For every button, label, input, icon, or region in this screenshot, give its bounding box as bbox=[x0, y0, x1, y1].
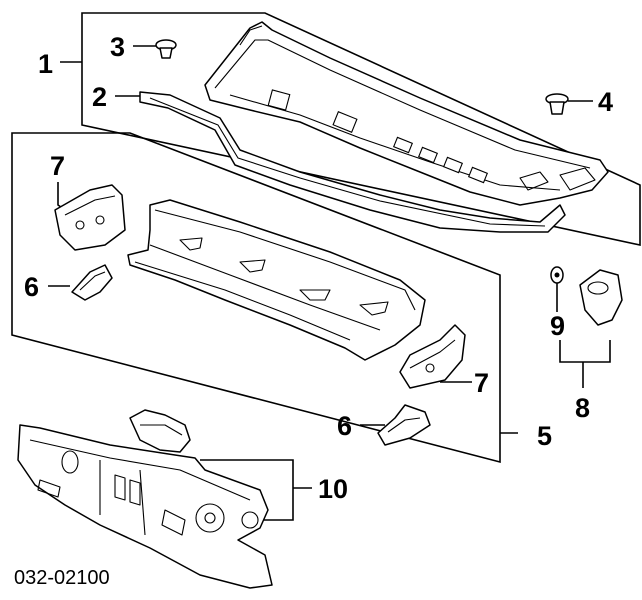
callout-7-right: 7 bbox=[474, 368, 489, 398]
bracket-7-right bbox=[399, 324, 466, 389]
bracket-10 bbox=[200, 459, 312, 521]
clip-3 bbox=[155, 39, 177, 59]
bracket-7-left bbox=[54, 184, 126, 251]
cowl-seal bbox=[139, 91, 566, 233]
callout-6-right: 6 bbox=[337, 411, 352, 441]
diagram-number: 032-02100 bbox=[14, 567, 110, 589]
group-frame-5 bbox=[11, 132, 518, 464]
callout-5: 5 bbox=[537, 421, 552, 451]
bracket-8 bbox=[559, 340, 611, 388]
cowl-lower-panel bbox=[127, 199, 426, 361]
callout-4: 4 bbox=[598, 87, 613, 117]
bracket-6-right bbox=[377, 404, 431, 446]
callout-9: 9 bbox=[550, 311, 565, 341]
callout-labels: 1 2 3 4 5 6 6 7 7 8 9 10 bbox=[24, 32, 613, 504]
clip-4 bbox=[545, 93, 569, 115]
cover-8 bbox=[579, 269, 623, 326]
dashboard-bulkhead bbox=[17, 409, 273, 589]
clip-9 bbox=[550, 266, 564, 284]
callout-1: 1 bbox=[38, 49, 53, 79]
bracket-6-left bbox=[71, 264, 113, 301]
callout-7-left: 7 bbox=[50, 151, 65, 181]
cowl-top-upper bbox=[204, 21, 609, 206]
leader-lines bbox=[48, 45, 593, 426]
callout-8: 8 bbox=[575, 393, 590, 423]
group-frame-1 bbox=[60, 12, 641, 246]
callout-2: 2 bbox=[92, 82, 107, 112]
callout-3: 3 bbox=[110, 32, 125, 62]
callout-6-left: 6 bbox=[24, 272, 39, 302]
callout-10: 10 bbox=[318, 474, 348, 504]
